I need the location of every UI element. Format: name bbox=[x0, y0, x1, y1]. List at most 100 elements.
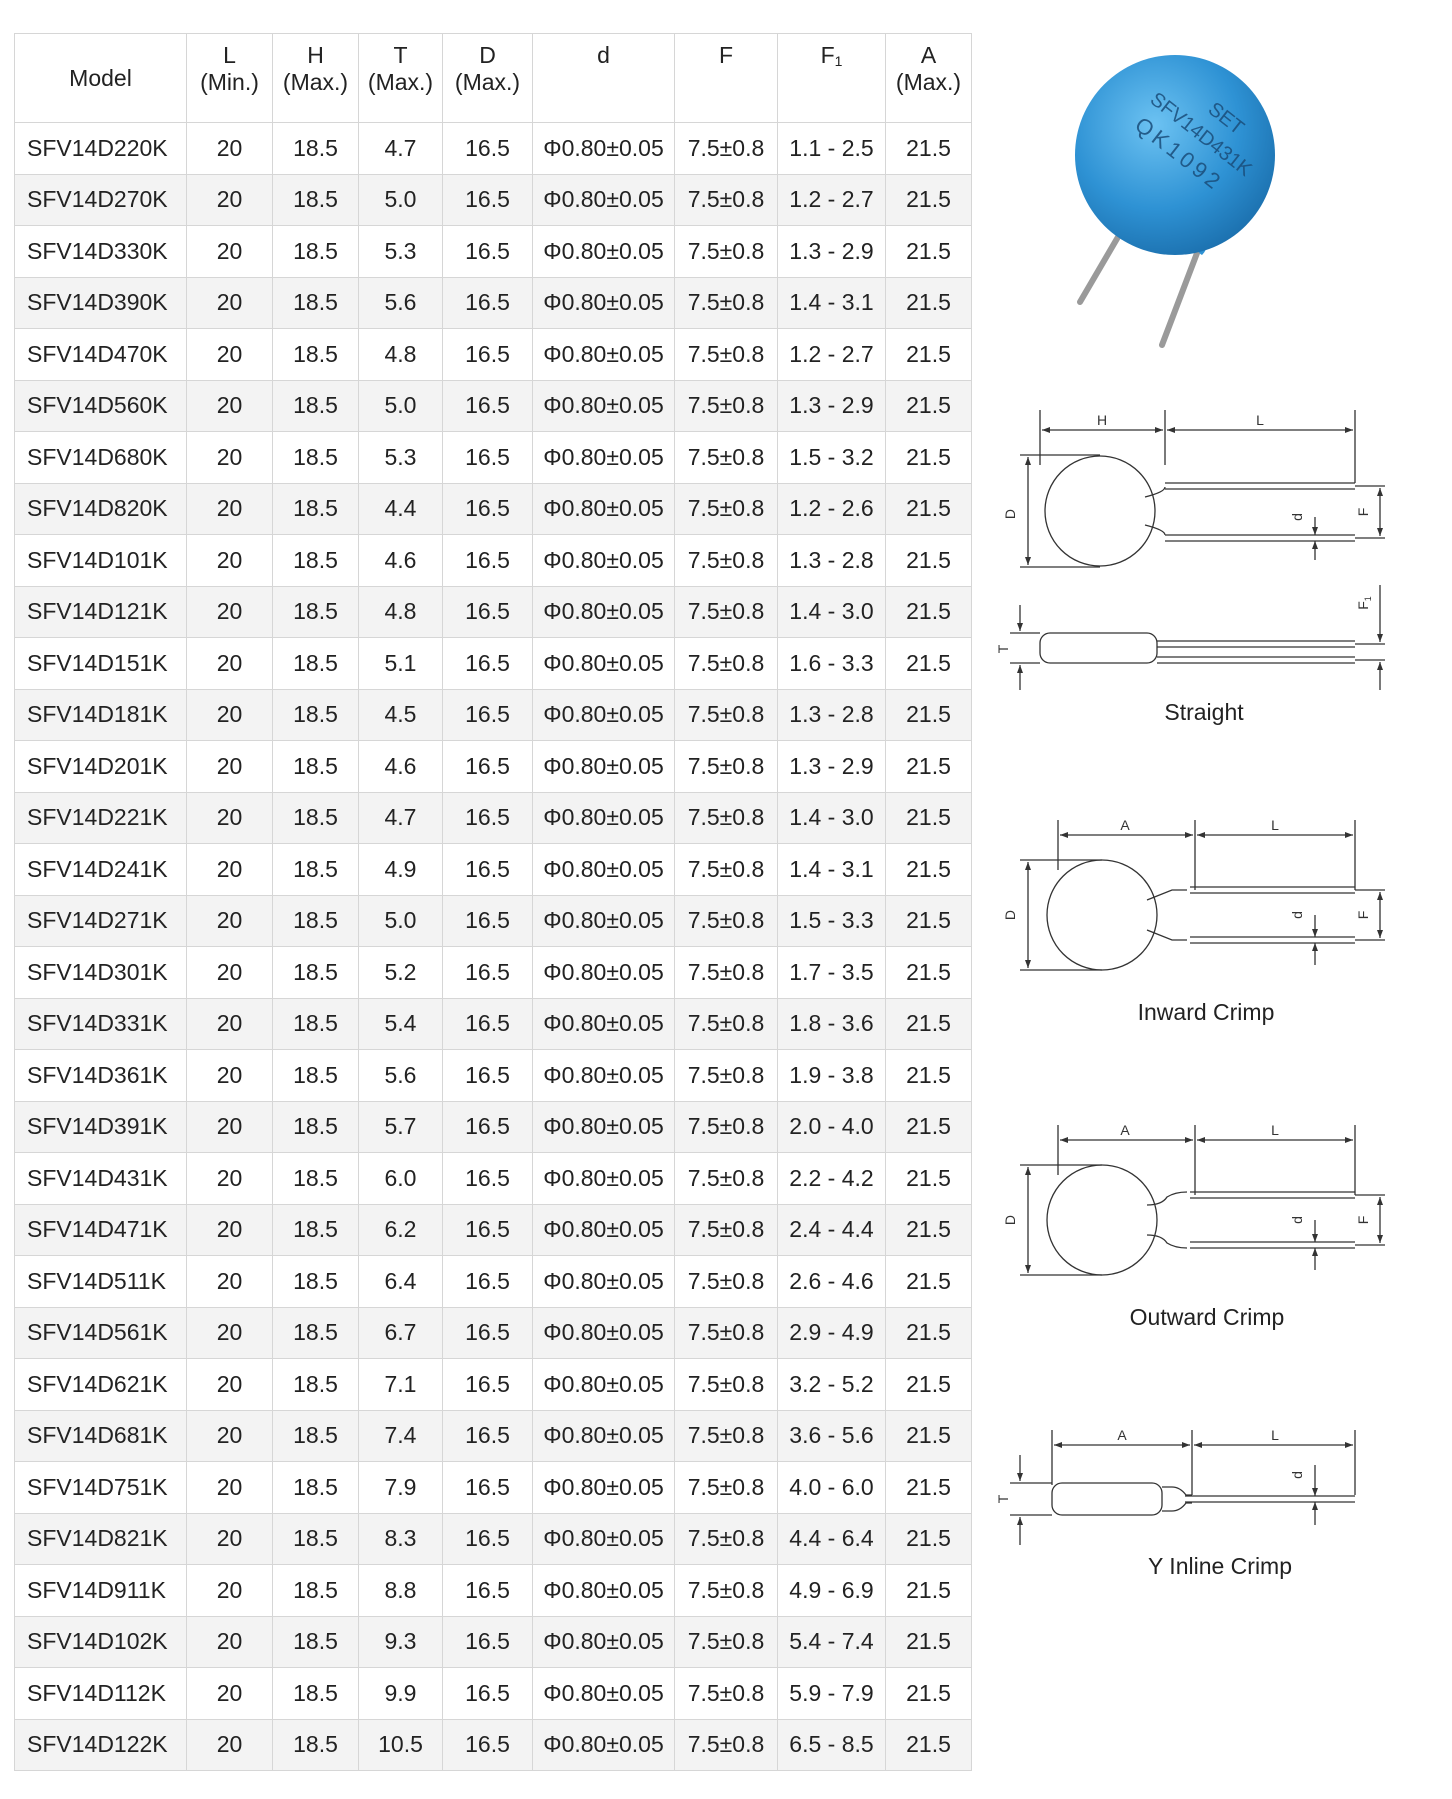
cell-model: SFV14D361K bbox=[14, 1049, 187, 1102]
cell-model: SFV14D431K bbox=[14, 1152, 187, 1205]
cell-lead-d: Φ0.80±0.05 bbox=[532, 225, 675, 278]
cell-h-max: 18.5 bbox=[272, 379, 359, 432]
cell-h-max: 18.5 bbox=[272, 328, 359, 381]
cell-l-min: 20 bbox=[186, 946, 273, 999]
header-t: T(Max.) bbox=[358, 33, 443, 123]
cell-f: 7.5±0.8 bbox=[674, 894, 778, 947]
cell-h-max: 18.5 bbox=[272, 946, 359, 999]
cell-f: 7.5±0.8 bbox=[674, 1667, 778, 1720]
cell-t-max: 6.4 bbox=[358, 1255, 443, 1308]
inward-disc bbox=[1046, 859, 1158, 971]
cell-l-min: 20 bbox=[186, 1564, 273, 1617]
cell-t-max: 5.6 bbox=[358, 276, 443, 329]
cell-d-max: 16.5 bbox=[442, 534, 533, 587]
svg-text:d: d bbox=[1289, 911, 1305, 919]
svg-text:F1: F1 bbox=[1355, 596, 1373, 610]
cell-a-max: 21.5 bbox=[885, 585, 972, 638]
cell-h-max: 18.5 bbox=[272, 1306, 359, 1359]
cell-a-max: 21.5 bbox=[885, 894, 972, 947]
cell-t-max: 5.0 bbox=[358, 894, 443, 947]
cell-f: 7.5±0.8 bbox=[674, 997, 778, 1050]
cell-t-max: 5.4 bbox=[358, 997, 443, 1050]
cell-a-max: 21.5 bbox=[885, 1461, 972, 1514]
cell-model: SFV14D102K bbox=[14, 1615, 187, 1668]
svg-text:F: F bbox=[1355, 1216, 1371, 1225]
cell-t-max: 5.7 bbox=[358, 1100, 443, 1153]
cell-h-max: 18.5 bbox=[272, 431, 359, 484]
cell-a-max: 21.5 bbox=[885, 534, 972, 587]
cell-f: 7.5±0.8 bbox=[674, 1409, 778, 1462]
cell-model: SFV14D181K bbox=[14, 688, 187, 741]
cell-f: 7.5±0.8 bbox=[674, 1100, 778, 1153]
cell-f: 7.5±0.8 bbox=[674, 482, 778, 535]
cell-t-max: 4.6 bbox=[358, 534, 443, 587]
cell-t-max: 5.6 bbox=[358, 1049, 443, 1102]
cell-model: SFV14D471K bbox=[14, 1203, 187, 1256]
cell-f1: 1.9 - 3.8 bbox=[777, 1049, 886, 1102]
cell-a-max: 21.5 bbox=[885, 225, 972, 278]
cell-d-max: 16.5 bbox=[442, 1358, 533, 1411]
cell-f1: 1.2 - 2.7 bbox=[777, 173, 886, 226]
cell-d-max: 16.5 bbox=[442, 379, 533, 432]
cell-h-max: 18.5 bbox=[272, 791, 359, 844]
cell-a-max: 21.5 bbox=[885, 791, 972, 844]
cell-d-max: 16.5 bbox=[442, 1564, 533, 1617]
cell-model: SFV14D390K bbox=[14, 276, 187, 329]
cell-f1: 1.8 - 3.6 bbox=[777, 997, 886, 1050]
cell-f1: 5.4 - 7.4 bbox=[777, 1615, 886, 1668]
cell-f: 7.5±0.8 bbox=[674, 431, 778, 484]
cell-lead-d: Φ0.80±0.05 bbox=[532, 1615, 675, 1668]
cell-l-min: 20 bbox=[186, 1409, 273, 1462]
svg-text:D: D bbox=[1002, 1215, 1018, 1225]
header-f: F bbox=[674, 33, 778, 123]
cell-lead-d: Φ0.80±0.05 bbox=[532, 122, 675, 175]
cell-model: SFV14D241K bbox=[14, 843, 187, 896]
cell-t-max: 9.3 bbox=[358, 1615, 443, 1668]
outward-disc bbox=[1046, 1164, 1158, 1276]
cell-model: SFV14D751K bbox=[14, 1461, 187, 1514]
cell-f: 7.5±0.8 bbox=[674, 1306, 778, 1359]
cell-d-max: 16.5 bbox=[442, 431, 533, 484]
cell-model: SFV14D330K bbox=[14, 225, 187, 278]
cell-l-min: 20 bbox=[186, 225, 273, 278]
cell-h-max: 18.5 bbox=[272, 1564, 359, 1617]
cell-model: SFV14D911K bbox=[14, 1564, 187, 1617]
cell-t-max: 5.3 bbox=[358, 431, 443, 484]
cell-f: 7.5±0.8 bbox=[674, 1049, 778, 1102]
cell-l-min: 20 bbox=[186, 173, 273, 226]
header-model: Model bbox=[14, 33, 187, 123]
cell-t-max: 5.0 bbox=[358, 173, 443, 226]
cell-t-max: 5.0 bbox=[358, 379, 443, 432]
cell-a-max: 21.5 bbox=[885, 328, 972, 381]
disc-body bbox=[1075, 55, 1275, 255]
cell-model: SFV14D270K bbox=[14, 173, 187, 226]
cell-f: 7.5±0.8 bbox=[674, 1152, 778, 1205]
cell-f: 7.5±0.8 bbox=[674, 791, 778, 844]
cell-h-max: 18.5 bbox=[272, 1358, 359, 1411]
diagram-outward-crimp: A L D d F bbox=[990, 1120, 1410, 1290]
cell-d-max: 16.5 bbox=[442, 225, 533, 278]
cell-f1: 1.5 - 3.3 bbox=[777, 894, 886, 947]
cell-l-min: 20 bbox=[186, 1461, 273, 1514]
cell-f1: 1.3 - 2.9 bbox=[777, 225, 886, 278]
cell-h-max: 18.5 bbox=[272, 1512, 359, 1565]
header-d-lower: d bbox=[532, 33, 675, 123]
svg-text:L: L bbox=[1256, 412, 1264, 428]
spec-table: Model L(Min.) H(Max.) T(Max.) D(Max.) d … bbox=[14, 33, 972, 1771]
diagram-straight: H L D d F T F1 bbox=[990, 405, 1410, 695]
cell-l-min: 20 bbox=[186, 482, 273, 535]
cell-t-max: 5.3 bbox=[358, 225, 443, 278]
cell-model: SFV14D561K bbox=[14, 1306, 187, 1359]
cell-t-max: 4.8 bbox=[358, 585, 443, 638]
cell-t-max: 4.9 bbox=[358, 843, 443, 896]
